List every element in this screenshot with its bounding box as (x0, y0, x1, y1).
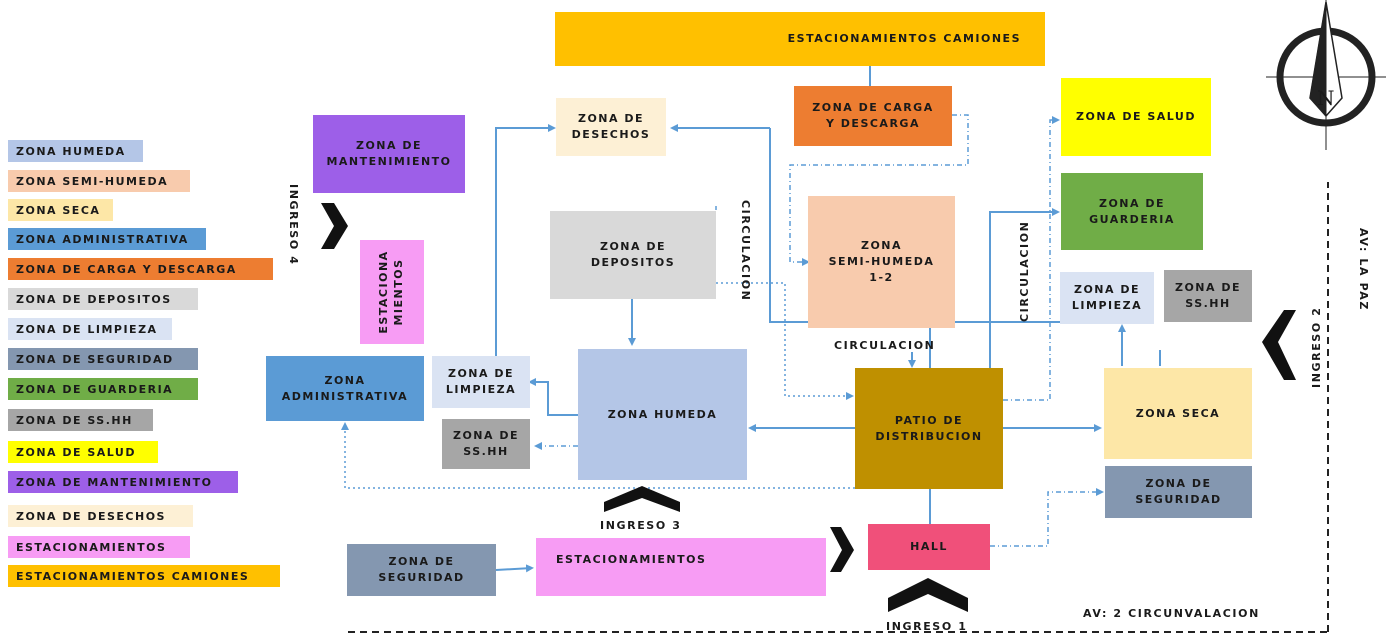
zone-sshh-left: ZONA DE SS.HH (442, 419, 530, 469)
estacionamientos-chevron (830, 527, 854, 572)
zone-semi-humeda: ZONA SEMI-HUMEDA 1-2 (808, 196, 955, 328)
legend-item: ZONA HUMEDA (8, 140, 143, 162)
north-compass (1266, 0, 1386, 150)
legend-item: ZONA ADMINISTRATIVA (8, 228, 206, 250)
legend-item: ESTACIONAMIENTOS (8, 536, 190, 558)
zone-seguridad-right: ZONA DE SEGURIDAD (1105, 466, 1252, 518)
zone-humeda: ZONA HUMEDA (578, 349, 747, 480)
label-circulacion-horizontal: CIRCULACION (834, 339, 936, 352)
label-circulacion-right: CIRCULACION (1018, 220, 1031, 323)
label-ingreso-3: INGRESO 3 (600, 519, 682, 532)
legend-item: ZONA DE DEPOSITOS (8, 288, 198, 310)
legend-item: ZONA DE SS.HH (8, 409, 153, 431)
legend-item: ZONA DE SALUD (8, 441, 158, 463)
legend-item: ZONA DE SEGURIDAD (8, 348, 198, 370)
label-ingreso-4: INGRESO 4 (287, 184, 300, 266)
ingreso-1-chevron (888, 578, 968, 612)
zone-patio-distribucion: PATIO DE DISTRIBUCION (855, 368, 1003, 489)
zone-sshh-right: ZONA DE SS.HH (1164, 270, 1252, 322)
zone-estacionamientos-vertical: ESTACIONA MIENTOS (360, 240, 424, 344)
legend-item: ZONA SEMI-HUMEDA (8, 170, 190, 192)
zone-desechos: ZONA DE DESECHOS (556, 98, 666, 156)
zone-hall: HALL (868, 524, 990, 570)
zone-seguridad-bottom: ZONA DE SEGURIDAD (347, 544, 496, 596)
legend-item: ZONA DE MANTENIMIENTO (8, 471, 238, 493)
link-seguridad-estacionamientos (495, 564, 534, 573)
zone-seca: ZONA SECA (1104, 368, 1252, 459)
legend-item: ZONA DE GUARDERIA (8, 378, 198, 400)
link-right-circulation (989, 208, 1060, 370)
legend-item: ZONA SECA (8, 199, 113, 221)
ingreso-4-chevron (321, 203, 348, 249)
label-circulacion-left: CIRCULACION (739, 200, 752, 302)
legend-item: ZONA DE DESECHOS (8, 505, 193, 527)
zone-limpieza-left: ZONA DE LIMPIEZA (432, 356, 530, 408)
zone-estacionamientos: ESTACIONAMIENTOS (536, 538, 826, 596)
ingreso-2-chevron (1262, 310, 1296, 380)
link-hall-seguridad (990, 488, 1104, 547)
zone-salud: ZONA DE SALUD (1061, 78, 1211, 156)
label-ingreso-1: INGRESO 1 (886, 620, 968, 633)
north-letter: N (1317, 86, 1335, 110)
zone-carga-descarga: ZONA DE CARGA Y DESCARGA (794, 86, 952, 146)
label-av-la-paz: AV: LA PAZ (1357, 228, 1370, 311)
link-desechos-circulation (769, 128, 1060, 323)
label-ingreso-2: INGRESO 2 (1310, 306, 1323, 388)
zone-administrativa: ZONA ADMINISTRATIVA (266, 356, 424, 421)
link-limpieza-desechos (495, 124, 556, 356)
legend-item: ZONA DE LIMPIEZA (8, 318, 172, 340)
legend-item: ESTACIONAMIENTOS CAMIONES (8, 565, 280, 587)
zone-guarderia: ZONA DE GUARDERIA (1061, 173, 1203, 250)
label-av-circunvalacion: AV: 2 CIRCUNVALACION (1083, 607, 1260, 620)
zone-mantenimiento: ZONA DE MANTENIMIENTO (313, 115, 465, 193)
legend-item: ZONA DE CARGA Y DESCARGA (8, 258, 273, 280)
zone-limpieza-right: ZONA DE LIMPIEZA (1060, 272, 1154, 324)
zone-estacionamientos-camiones: ESTACIONAMIENTOS CAMIONES (555, 12, 1045, 66)
link-patio-admin (341, 422, 855, 489)
zone-depositos: ZONA DE DEPOSITOS (550, 211, 716, 299)
link-humeda-limpieza (528, 378, 578, 416)
link-depositos-patio (716, 282, 854, 400)
link-carga-semi (789, 114, 969, 266)
ingreso-3-chevron (604, 486, 680, 512)
